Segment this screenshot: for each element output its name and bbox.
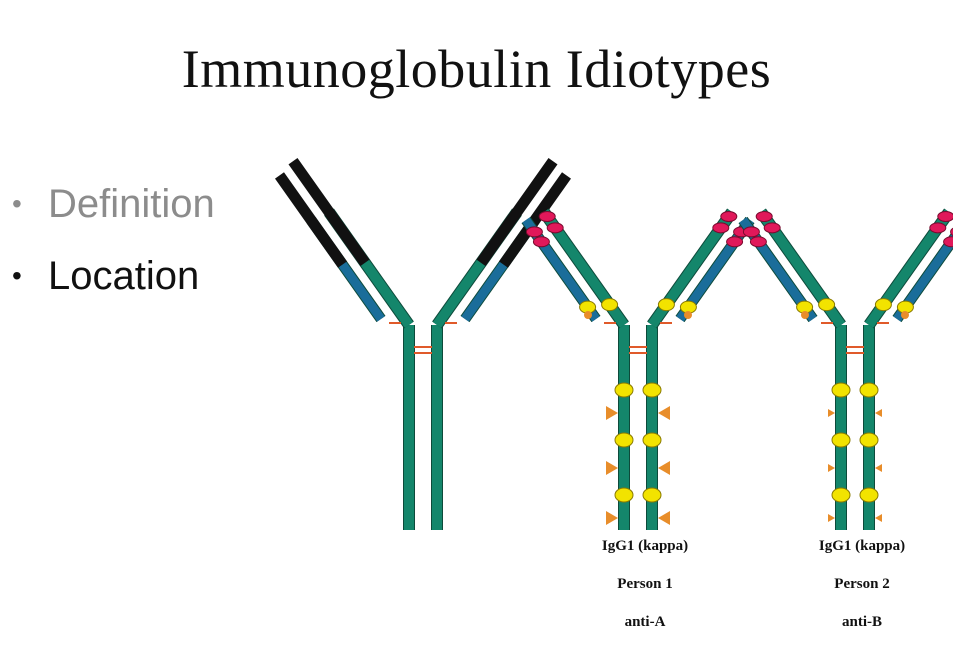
isotype-marker <box>875 409 882 417</box>
isotype-marker <box>901 311 909 319</box>
idiotype-marker <box>749 236 767 248</box>
allotype-marker <box>642 432 662 448</box>
antibody-1 <box>275 157 571 530</box>
bullet-dot-icon: • <box>12 260 22 291</box>
isotype-marker <box>828 464 835 472</box>
allotype-marker <box>859 487 879 503</box>
allotype-marker <box>614 382 634 398</box>
idiotype-marker <box>538 211 556 223</box>
isotype-marker <box>828 514 835 522</box>
antibody-3-caption-line-2: Person 2 <box>834 576 890 592</box>
bullet-definition: • Definition <box>12 168 215 240</box>
bullet-location: • Location <box>12 240 215 312</box>
allotype-marker <box>859 432 879 448</box>
isotype-marker <box>875 464 882 472</box>
antibody-2-caption-line-2: Person 1 <box>617 576 673 592</box>
allotype-marker <box>657 298 675 312</box>
idiotype-marker <box>726 236 744 248</box>
isotype-marker <box>658 406 670 420</box>
allotype-marker <box>831 382 851 398</box>
idiotype-marker <box>712 222 730 234</box>
allotype-marker <box>614 432 634 448</box>
idiotype-marker <box>742 226 760 238</box>
idiotype-marker <box>937 211 953 223</box>
isotype-marker <box>606 406 618 420</box>
allotype-marker <box>818 298 836 312</box>
isotype-marker <box>684 311 692 319</box>
idiotype-marker <box>929 222 947 234</box>
isotype-marker <box>606 511 618 525</box>
idiotype-marker <box>532 236 550 248</box>
isotype-marker <box>828 409 835 417</box>
isotype-marker <box>658 511 670 525</box>
allotype-marker <box>642 487 662 503</box>
antibody-2-caption-line-3: anti-A <box>624 614 666 630</box>
antibody-2-caption-line-1: IgG1 (kappa) <box>601 538 689 554</box>
slide-title: Immunoglobulin Idiotypes <box>181 39 772 99</box>
hypervariable-tip-heavy-right <box>476 157 558 267</box>
idiotype-marker <box>720 211 738 223</box>
idiotype-marker <box>546 222 564 234</box>
bullet-label: Definition <box>48 182 215 226</box>
bullet-label: Location <box>48 254 200 298</box>
antibody-3-caption-line-3: anti-B <box>841 614 882 630</box>
bullet-list: • Definition • Location <box>12 168 215 312</box>
isotype-marker <box>658 461 670 475</box>
antibody-3 <box>738 208 953 530</box>
idiotype-marker <box>943 236 953 248</box>
idiotype-marker <box>755 211 773 223</box>
hypervariable-tip-light-left <box>275 172 347 268</box>
hypervariable-tip-heavy-left <box>288 157 370 267</box>
hypervariable-tip-light-right <box>499 172 571 268</box>
idiotype-marker <box>763 222 781 234</box>
allotype-marker <box>601 298 619 312</box>
isotype-marker <box>875 514 882 522</box>
idiotype-marker <box>950 227 953 237</box>
isotype-marker <box>606 461 618 475</box>
antibody-2 <box>521 208 755 530</box>
allotype-marker <box>831 487 851 503</box>
antibody-3-caption-line-1: IgG1 (kappa) <box>818 538 906 554</box>
isotype-marker <box>584 311 592 319</box>
allotype-marker <box>874 298 892 312</box>
allotype-marker <box>831 432 851 448</box>
allotype-marker <box>642 382 662 398</box>
isotype-marker <box>801 311 809 319</box>
idiotype-marker <box>525 226 543 238</box>
bullet-dot-icon: • <box>12 188 22 219</box>
allotype-marker <box>859 382 879 398</box>
allotype-marker <box>614 487 634 503</box>
